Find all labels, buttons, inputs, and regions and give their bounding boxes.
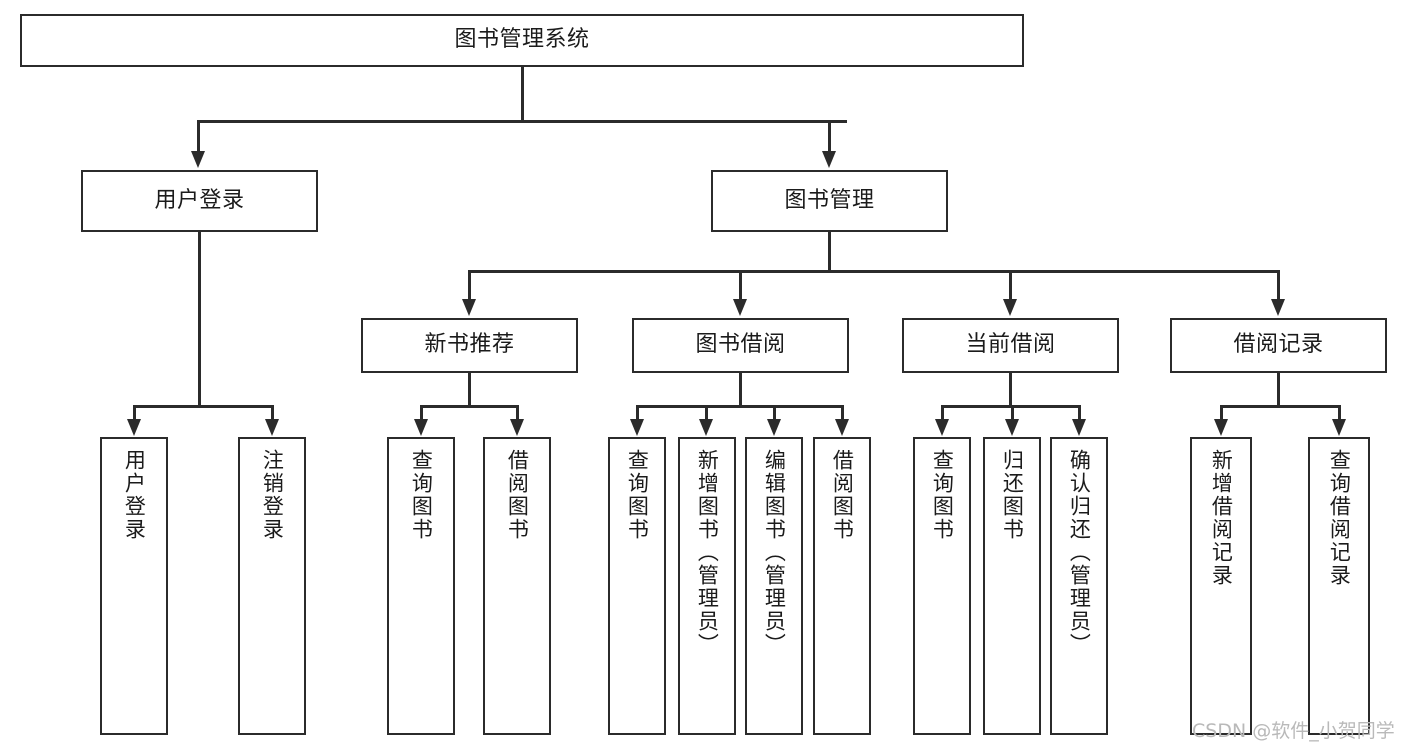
connector-drop-cb-2 <box>1011 405 1014 421</box>
leaf-borrow-book-recommend[interactable]: 借阅图书 <box>483 437 551 735</box>
leaf-borrow-book[interactable]: 借阅图书 <box>813 437 871 735</box>
connector-drop-book-borrow <box>739 270 742 301</box>
connector-drop-new-book <box>468 270 471 301</box>
connector-drop-nbr-1 <box>420 405 423 421</box>
connector-root-stem <box>521 67 524 120</box>
leaf-return-book[interactable]: 归还图书 <box>983 437 1041 735</box>
connector-stem-book-borrow <box>739 373 742 405</box>
connector-drop-leaf-user-login <box>133 405 136 421</box>
node-label: 注销登录 <box>260 449 285 541</box>
leaf-query-book-borrow[interactable]: 查询图书 <box>608 437 666 735</box>
connector-stem-new-book-recommend <box>468 373 471 405</box>
leaf-user-login[interactable]: 用户登录 <box>100 437 168 735</box>
node-label: 查询借阅记录 <box>1327 449 1352 587</box>
leaf-confirm-return-admin[interactable]: 确认归还（管理员） <box>1050 437 1108 735</box>
arrowhead-br-1 <box>1214 419 1228 436</box>
node-book-management[interactable]: 图书管理 <box>711 170 948 232</box>
node-label: 借阅图书 <box>830 449 855 541</box>
connector-bus-current-borrow <box>941 405 1079 408</box>
connector-drop-bb-1 <box>636 405 639 421</box>
node-root[interactable]: 图书管理系统 <box>20 14 1024 67</box>
leaf-edit-book-admin[interactable]: 编辑图书（管理员） <box>745 437 803 735</box>
arrowhead-current-borrow <box>1003 299 1017 316</box>
connector-stem-current-borrow <box>1009 373 1012 405</box>
connector-drop-br-2 <box>1338 405 1341 421</box>
connector-drop-bb-4 <box>841 405 844 421</box>
connector-level2-bus <box>197 120 847 123</box>
node-label: 确认归还（管理员） <box>1067 449 1092 656</box>
arrowhead-bb-4 <box>835 419 849 436</box>
node-label: 借阅记录 <box>1233 332 1324 358</box>
node-borrow-record[interactable]: 借阅记录 <box>1170 318 1387 373</box>
node-label: 借阅图书 <box>505 449 530 541</box>
arrowhead-borrow-record <box>1271 299 1285 316</box>
arrowhead-cb-3 <box>1072 419 1086 436</box>
connector-drop-bb-3 <box>773 405 776 421</box>
node-label: 用户登录 <box>122 449 147 541</box>
arrowhead-leaf-user-login <box>127 419 141 436</box>
leaf-query-borrow-record[interactable]: 查询借阅记录 <box>1308 437 1370 735</box>
arrowhead-cb-1 <box>935 419 949 436</box>
leaf-query-book-current[interactable]: 查询图书 <box>913 437 971 735</box>
connector-drop-cb-1 <box>941 405 944 421</box>
connector-stem-book-mgmt <box>828 232 831 270</box>
connector-bus-new-book-recommend <box>420 405 517 408</box>
connector-bus-book-borrow <box>636 405 842 408</box>
node-label: 归还图书 <box>1000 449 1025 541</box>
connector-drop-borrow-record <box>1277 270 1280 301</box>
leaf-add-borrow-record[interactable]: 新增借阅记录 <box>1190 437 1252 735</box>
connector-drop-user-login <box>197 120 200 153</box>
connector-drop-cb-3 <box>1078 405 1081 421</box>
connector-bus-book-mgmt <box>468 270 1279 273</box>
node-label: 新增借阅记录 <box>1209 449 1234 587</box>
arrowhead-bb-3 <box>767 419 781 436</box>
arrowhead-nbr-1 <box>414 419 428 436</box>
arrowhead-new-book <box>462 299 476 316</box>
csdn-watermark: CSDN @软件_小贺同学 <box>1192 720 1395 742</box>
node-current-borrow[interactable]: 当前借阅 <box>902 318 1119 373</box>
connector-drop-br-1 <box>1220 405 1223 421</box>
node-label: 查询图书 <box>930 449 955 541</box>
leaf-logout[interactable]: 注销登录 <box>238 437 306 735</box>
node-label: 编辑图书（管理员） <box>762 449 787 656</box>
connector-drop-leaf-logout <box>271 405 274 421</box>
node-label: 图书管理系统 <box>454 27 590 53</box>
connector-stem-user-login <box>198 232 201 405</box>
node-label: 图书管理 <box>784 187 875 213</box>
node-label: 图书借阅 <box>695 332 786 358</box>
connector-bus-borrow-record <box>1220 405 1339 408</box>
connector-drop-nbr-2 <box>516 405 519 421</box>
arrowhead-br-2 <box>1332 419 1346 436</box>
arrowhead-cb-2 <box>1005 419 1019 436</box>
arrowhead-bb-1 <box>630 419 644 436</box>
node-label: 用户登录 <box>154 187 245 213</box>
node-label: 查询图书 <box>625 449 650 541</box>
leaf-query-book-recommend[interactable]: 查询图书 <box>387 437 455 735</box>
connector-drop-book-mgmt <box>828 120 831 153</box>
arrowhead-nbr-2 <box>510 419 524 436</box>
node-label: 当前借阅 <box>965 332 1056 358</box>
connector-bus-user-login <box>133 405 272 408</box>
node-label: 新增图书（管理员） <box>695 449 720 656</box>
arrowhead-leaf-logout <box>265 419 279 436</box>
arrowhead-book-borrow <box>733 299 747 316</box>
node-label: 新书推荐 <box>424 332 515 358</box>
node-book-borrow[interactable]: 图书借阅 <box>632 318 849 373</box>
node-new-book-recommend[interactable]: 新书推荐 <box>361 318 578 373</box>
arrowhead-user-login <box>191 151 205 168</box>
arrowhead-bb-2 <box>699 419 713 436</box>
connector-drop-bb-2 <box>705 405 708 421</box>
connector-stem-borrow-record <box>1277 373 1280 405</box>
arrowhead-book-mgmt <box>822 151 836 168</box>
connector-drop-current-borrow <box>1009 270 1012 301</box>
node-user-login[interactable]: 用户登录 <box>81 170 318 232</box>
leaf-add-book-admin[interactable]: 新增图书（管理员） <box>678 437 736 735</box>
node-label: 查询图书 <box>409 449 434 541</box>
